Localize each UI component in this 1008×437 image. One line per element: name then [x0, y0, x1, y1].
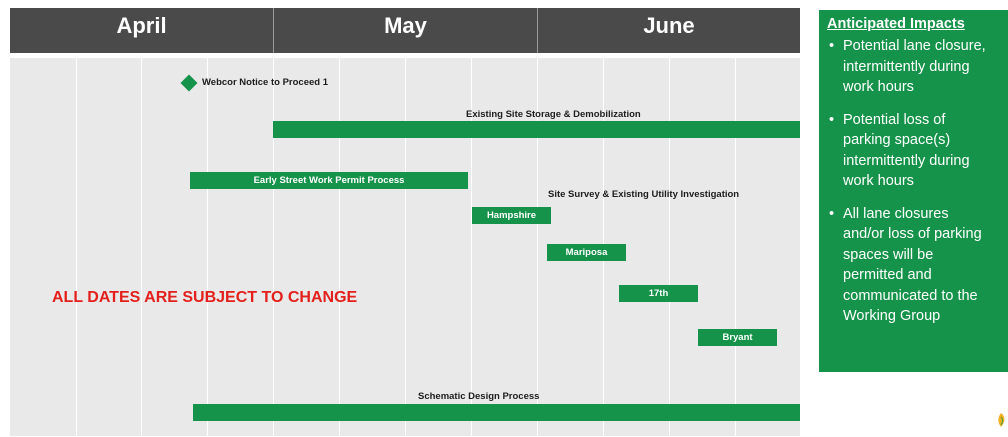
impact-item: • Potential lane closure, intermittently… — [827, 36, 1008, 98]
impact-item-text: Potential lane closure, intermittently d… — [843, 38, 986, 95]
task-bar-early-permit: Early Street Work Permit Process — [190, 172, 468, 189]
bullet-icon: • — [829, 38, 835, 54]
week-gridline — [76, 58, 77, 436]
impact-item: • All lane closures and/or loss of parki… — [827, 204, 1008, 327]
week-gridline — [207, 58, 208, 436]
month-label-june: June — [643, 13, 695, 38]
task-label-site-survey: Site Survey & Existing Utility Investiga… — [548, 189, 740, 200]
task-bar-mariposa: Mariposa — [547, 244, 626, 261]
week-gridline — [273, 58, 274, 436]
month-header: April May June — [10, 8, 800, 53]
week-gridline — [141, 58, 142, 436]
logo-leaf-icon — [998, 413, 1005, 427]
month-label-april: April — [116, 13, 167, 38]
impact-item: • Potential loss of parking space(s) int… — [827, 110, 1008, 192]
bullet-icon: • — [829, 205, 835, 222]
milestone-label-webcor: Webcor Notice to Proceed 1 — [202, 77, 328, 88]
week-gridline — [735, 58, 736, 436]
week-gridline — [669, 58, 670, 436]
month-label-may: May — [384, 13, 427, 38]
task-label-schematic: Schematic Design Process — [418, 391, 540, 402]
task-bar-site-storage — [273, 121, 800, 138]
impacts-title: Anticipated Impacts — [827, 16, 965, 32]
week-gridline — [537, 58, 538, 436]
task-bar-17th: 17th — [619, 285, 698, 302]
month-divider — [537, 8, 538, 53]
week-gridline — [471, 58, 472, 436]
week-gridline — [405, 58, 406, 436]
week-gridline — [339, 58, 340, 436]
task-label-site-storage: Existing Site Storage & Demobilization — [466, 109, 641, 120]
anticipated-impacts-panel: Anticipated Impacts • Potential lane clo… — [819, 10, 1008, 372]
bullet-icon: • — [829, 111, 835, 128]
task-bar-schematic — [193, 404, 800, 421]
dates-warning-text: ALL DATES ARE SUBJECT TO CHANGE — [52, 289, 358, 306]
month-divider — [273, 8, 274, 53]
impact-item-text: All lane closures and/or loss of parking… — [843, 205, 982, 325]
task-bar-bryant: Bryant — [698, 329, 777, 346]
impact-item-text: Potential loss of parking space(s) inter… — [843, 111, 970, 190]
task-bar-hampshire: Hampshire — [472, 207, 551, 224]
